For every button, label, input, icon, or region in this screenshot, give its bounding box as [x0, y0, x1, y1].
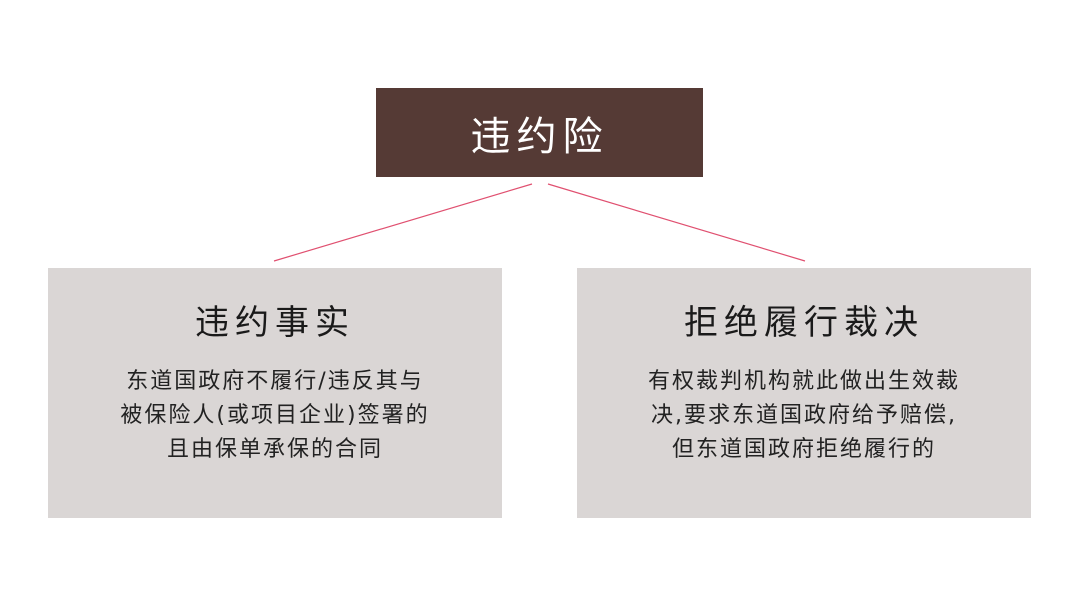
connector-left [273, 183, 533, 262]
child-description-breach-fact: 东道国政府不履行/违反其与 被保险人(或项目企业)签署的 且由保单承保的合同 [48, 365, 502, 467]
description-line: 且由保单承保的合同 [166, 437, 383, 462]
description-line: 被保险人(或项目企业)签署的 [120, 403, 430, 428]
description-line: 决,要求东道国政府给予赔偿, [651, 403, 957, 428]
child-node-refusal: 拒绝履行裁决 有权裁判机构就此做出生效裁 决,要求东道国政府给予赔偿, 但东道国… [577, 268, 1031, 518]
root-node: 违约险 [376, 88, 703, 177]
root-title: 违约险 [470, 113, 609, 160]
child-title-refusal: 拒绝履行裁决 [684, 303, 924, 343]
child-title-breach-fact: 违约事实 [195, 303, 355, 343]
child-node-breach-fact: 违约事实 东道国政府不履行/违反其与 被保险人(或项目企业)签署的 且由保单承保… [48, 268, 502, 518]
connector-right [547, 183, 806, 262]
child-description-refusal: 有权裁判机构就此做出生效裁 决,要求东道国政府给予赔偿, 但东道国政府拒绝履行的 [577, 365, 1031, 467]
description-line: 有权裁判机构就此做出生效裁 [647, 369, 960, 394]
description-line: 东道国政府不履行/违反其与 [126, 369, 424, 394]
description-line: 但东道国政府拒绝履行的 [671, 437, 936, 462]
